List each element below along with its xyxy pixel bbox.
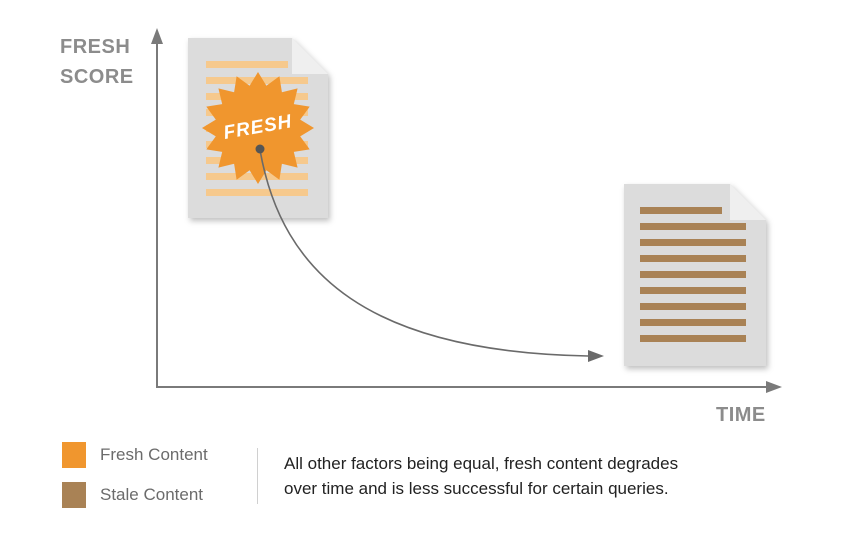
decay-curve <box>259 149 589 357</box>
caption-line-1: All other factors being equal, fresh con… <box>284 454 679 473</box>
y-axis-title-line2: SCORE <box>60 66 134 88</box>
fresh-page-fold <box>292 38 328 74</box>
y-axis-arrow <box>151 28 163 44</box>
curve-arrowhead <box>588 350 604 362</box>
legend-swatch-stale <box>62 482 86 508</box>
legend-divider <box>257 448 258 504</box>
caption-text: All other factors being equal, fresh con… <box>284 451 804 501</box>
legend-swatch-fresh <box>62 442 86 468</box>
legend-label-fresh: Fresh Content <box>100 445 208 464</box>
chart-axes <box>151 28 782 393</box>
stale-document-lines <box>640 207 746 342</box>
legend-item-stale: Stale Content <box>62 482 203 508</box>
curve-start-dot <box>255 144 265 154</box>
stale-page-fold <box>730 184 766 220</box>
legend-label-stale: Stale Content <box>100 485 204 504</box>
x-axis-arrow <box>766 381 782 393</box>
y-axis-title: FRESH SCORE <box>60 32 134 92</box>
y-axis-title-line1: FRESH <box>60 36 131 58</box>
x-axis-title: TIME <box>716 404 766 426</box>
legend-item-fresh: Fresh Content <box>62 442 208 468</box>
caption-line-2: over time and is less successful for cer… <box>284 479 669 498</box>
fresh-badge-starburst <box>202 72 314 184</box>
